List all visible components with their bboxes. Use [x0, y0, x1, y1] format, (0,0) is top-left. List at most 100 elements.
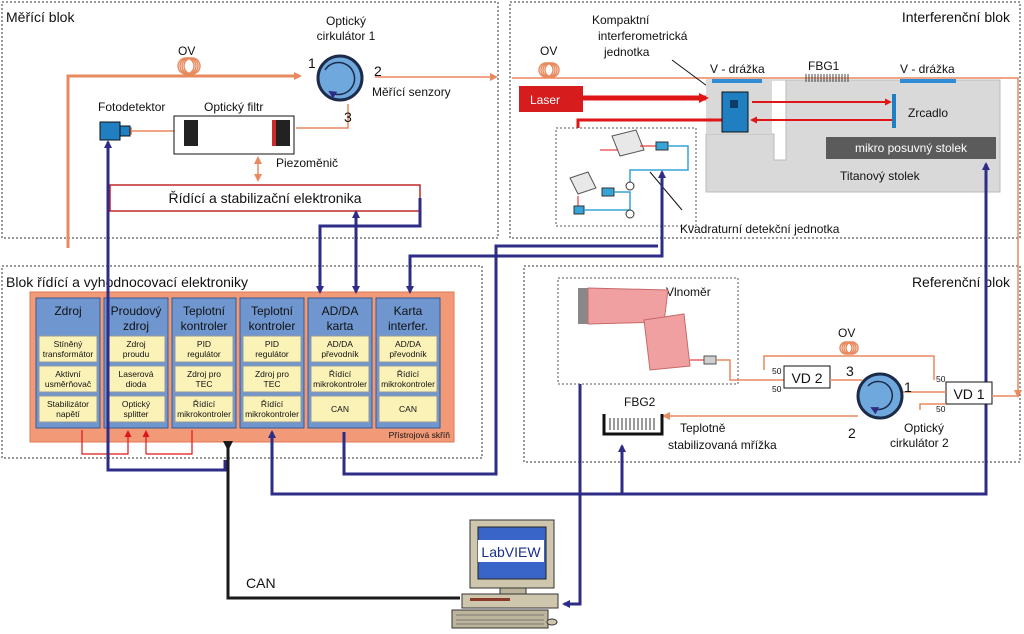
grating-label-line1: Teplotně [680, 421, 726, 435]
module-title: Karta [394, 304, 423, 318]
fiber-coupler-loop [763, 355, 935, 380]
interferometer-unit-icon [721, 91, 749, 133]
piezo-label: Piezoměnič [276, 156, 338, 170]
fiber-wavemeter [716, 359, 784, 381]
measure-block-frame [1, 1, 499, 239]
module-item-box [38, 365, 98, 393]
module-title: AD/DA [322, 304, 359, 318]
circulator1-port3: 3 [344, 109, 352, 125]
laser-box [519, 86, 583, 112]
circulator1-label-line2: cirkulátor 1 [317, 29, 376, 43]
grating-label-line2: stabilizovaná mřížka [668, 438, 777, 452]
vd2-box [783, 365, 831, 389]
mirror-icon [892, 94, 896, 128]
fbg2-label: FBG2 [624, 395, 656, 409]
can-label: CAN [246, 575, 276, 591]
module-title: kontroler [181, 319, 228, 333]
vd1-box [945, 381, 993, 405]
ov-label-2: OV [540, 44, 557, 58]
sensors-label: Měřící senzory [372, 85, 451, 99]
interferometer-unit-line1: Kompaktní [592, 13, 650, 27]
laser-label: Laser [530, 93, 560, 107]
circulator2-icon [856, 372, 904, 420]
vd1-label: VD 1 [953, 386, 984, 402]
can-bus-line [223, 441, 460, 600]
quadrature-label: Kvadraturní detekční jednotka [680, 222, 840, 236]
groove-right-mark [900, 79, 956, 83]
titan-stage-label: Titanový stolek [840, 169, 921, 183]
groove-left-mark [712, 79, 762, 83]
circulator1-icon [316, 54, 364, 102]
interference-block-title: Interferenční blok [902, 9, 1011, 25]
groove-left-label: V - drážka [710, 62, 765, 76]
labview-screen-label-bg [478, 540, 544, 562]
measure-block-title: Měřící blok [6, 9, 75, 25]
module-item-box [174, 335, 234, 363]
groove-right-label: V - drážka [900, 62, 955, 76]
interferometer-unit-line2: interferometrická [598, 29, 688, 43]
labview-screen-label: LabVIEW [481, 544, 541, 560]
vd2-label: VD 2 [791, 370, 822, 386]
power-links [81, 430, 193, 455]
module-item-box [38, 395, 98, 423]
split50-a: 50 [772, 366, 782, 376]
module-item-box [174, 395, 234, 423]
split50-b: 50 [772, 384, 782, 394]
module-item: CAN [331, 404, 349, 414]
mirror-label: Zrcadlo [908, 106, 948, 120]
filter-label: Optický filtr [204, 100, 263, 114]
module-item-box [174, 365, 234, 393]
module-item-box [38, 335, 98, 363]
module-item-box [106, 335, 166, 363]
module-title: Teplotní [251, 304, 294, 318]
beam-splitter-icon [730, 100, 738, 108]
ov-label-3: OV [838, 326, 855, 340]
split50-d: 50 [936, 404, 946, 414]
module-title: Zdroj [54, 304, 81, 318]
module-title: zdroj [123, 319, 149, 333]
fbg2-grating-icon [602, 414, 664, 436]
fbg1-grating-icon [805, 74, 849, 82]
photodetector-label: Fotodetektor [98, 100, 165, 114]
signal-lines [104, 140, 990, 608]
circulator2-label-line2: cirkulátor 2 [890, 436, 949, 450]
fbg1-label: FBG1 [808, 59, 840, 73]
circulator2-port1: 1 [904, 379, 912, 395]
split50-c: 50 [936, 374, 946, 384]
module-item-box [106, 365, 166, 393]
module-title: karta [327, 319, 354, 333]
photodetector-icon [99, 121, 131, 141]
micro-stage-label: mikro posuvný stolek [855, 141, 968, 155]
control-block-title: Blok řídící a vyhodnocovací elektroniky [6, 274, 248, 290]
fiber-line-to-vd1 [1010, 77, 1022, 398]
wavemeter-label: Vlnoměr [666, 285, 711, 299]
circulator2-port2: 2 [848, 425, 856, 441]
circulator1-port1: 1 [308, 55, 316, 71]
cabinet-label: Přístrojová skříň [389, 430, 451, 440]
module-title: interfer. [388, 319, 428, 333]
module-title: Proudový [111, 304, 162, 318]
ov-coil-icon-2 [538, 62, 560, 78]
wavemeter-optics-icon [578, 287, 717, 371]
module-title: kontroler [249, 319, 296, 333]
module-title: Teplotní [183, 304, 226, 318]
interferometer-unit-line3: jednotka [603, 45, 650, 59]
ov-label: OV [178, 44, 195, 58]
circulator2-label-line1: Optický [904, 421, 944, 435]
module-item: CAN [399, 404, 417, 414]
